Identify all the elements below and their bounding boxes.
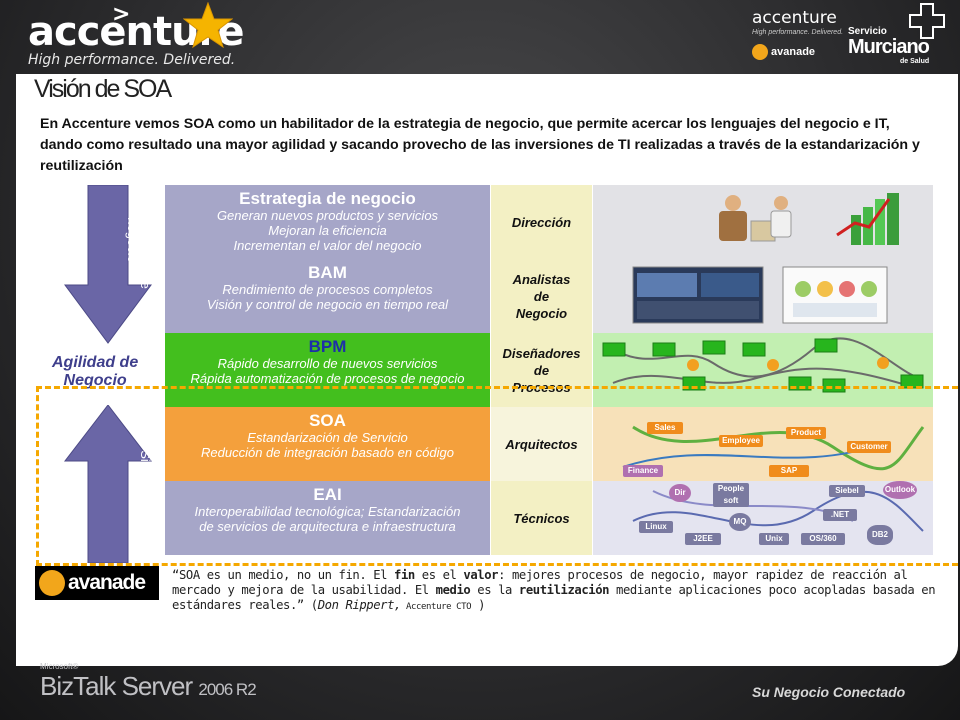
dashboard-screenshots	[632, 266, 888, 324]
system-chip: People soft	[713, 483, 749, 507]
layer-description: BPM Rápido desarrollo de nuevos servicio…	[165, 333, 490, 407]
system-chip: .NET	[823, 509, 857, 521]
layer-row-soa: SOA Estandarización de Servicio Reducció…	[165, 407, 933, 481]
servicio-murciano-logo: Servicio Murciano de Salud	[848, 2, 945, 68]
service-chip: SAP	[769, 465, 809, 477]
accenture-small-logo: accenture	[752, 8, 837, 28]
layer-role: Dirección	[490, 185, 592, 259]
service-chip: Sales	[647, 422, 683, 434]
layer-row-bpm: BPM Rápido desarrollo de nuevos servicio…	[165, 333, 933, 407]
avanade-circle-icon	[752, 44, 768, 60]
biztalk-logo: Microsoft® BizTalk Server 2006 R2	[40, 662, 257, 701]
layer-role: Técnicos	[490, 481, 592, 555]
layer-illustration	[592, 259, 933, 333]
layer-illustration	[592, 185, 933, 259]
star-icon	[183, 2, 233, 48]
avanade-circle-icon	[39, 570, 65, 596]
system-chip: Linux	[639, 521, 673, 533]
layer-row-strategy: Estrategia de negocio Generan nuevos pro…	[165, 185, 933, 259]
system-chip: DB2	[867, 525, 893, 545]
service-chip: Product	[786, 427, 826, 439]
page-title: Visión de SOA	[34, 75, 172, 103]
system-chip: Unix	[759, 533, 789, 545]
system-chip: OS/360	[801, 533, 845, 545]
layer-description: EAI Interoperabilidad tecnológica; Estan…	[165, 481, 490, 555]
accenture-tagline: High performance. Delivered.	[28, 52, 236, 68]
layer-description: BAM Rendimiento de procesos completos Vi…	[165, 259, 490, 333]
service-chip: Employee	[719, 435, 763, 447]
layer-description: SOA Estandarización de Servicio Reducció…	[165, 407, 490, 481]
accenture-caret-icon: >	[112, 2, 131, 27]
service-chip: Finance	[623, 465, 663, 477]
layer-row-eai: EAI Interoperabilidad tecnológica; Estan…	[165, 481, 933, 555]
system-chip: Outlook	[883, 481, 917, 499]
layer-illustration: Dir People soft Siebel Outlook Linux MQ …	[592, 481, 933, 555]
avanade-small-logo: avanade	[752, 44, 843, 60]
layer-illustration: Sales Employee Product Customer Finance …	[592, 407, 933, 481]
partner-logos: accenture High performance. Delivered. a…	[752, 8, 843, 60]
system-chip: MQ	[729, 513, 751, 531]
intro-paragraph: En Accenture vemos SOA como un habilitad…	[40, 116, 920, 174]
service-chip: Customer	[847, 441, 891, 453]
layer-row-bam: BAM Rendimiento de procesos completos Vi…	[165, 259, 933, 333]
layer-role: Arquitectos	[490, 407, 592, 481]
cross-icon	[909, 3, 945, 39]
arrow-down-icon	[64, 185, 152, 344]
footer-slogan: Su Negocio Conectado	[752, 684, 906, 700]
accenture-small-tagline: High performance. Delivered.	[752, 29, 844, 36]
system-chip: J2EE	[685, 533, 721, 545]
system-chip: Siebel	[829, 485, 865, 497]
system-chip: Dir	[669, 484, 691, 502]
quote-text: “SOA es un medio, no un fin. El fin es e…	[172, 568, 936, 612]
arrow-up-icon	[63, 405, 153, 563]
layer-description: Estrategia de negocio Generan nuevos pro…	[165, 185, 490, 259]
avanade-logo: avanade	[35, 566, 159, 600]
soa-highlight-frame	[36, 386, 958, 566]
business-people-illustration	[719, 193, 899, 245]
